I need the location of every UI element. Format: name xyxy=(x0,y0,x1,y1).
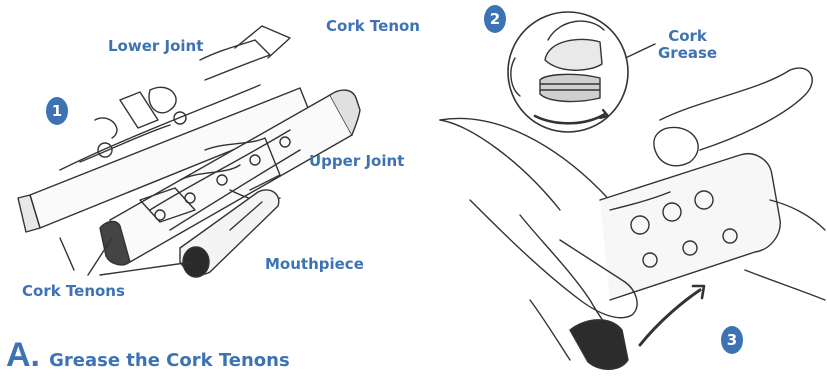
section-letter: A. xyxy=(6,336,40,374)
step-badge-3: 3 xyxy=(721,326,743,354)
label-cork-grease-line2: Grease xyxy=(658,45,717,62)
grease-detail-drawing xyxy=(508,12,628,132)
step-badge-2: 2 xyxy=(484,5,506,33)
section-heading: A. Grease the Cork Tenons xyxy=(6,336,290,375)
label-cork-grease-line1: Cork xyxy=(658,28,717,45)
label-mouthpiece: Mouthpiece xyxy=(265,256,364,273)
label-cork-grease: Cork Grease xyxy=(658,28,717,61)
hands-assembly-drawing xyxy=(440,68,825,369)
section-title: Grease the Cork Tenons xyxy=(49,350,290,371)
label-cork-tenon: Cork Tenon xyxy=(326,18,420,35)
label-cork-tenons: Cork Tenons xyxy=(22,283,125,300)
label-upper-joint: Upper Joint xyxy=(309,153,404,170)
label-lower-joint: Lower Joint xyxy=(108,38,203,55)
step-badge-1: 1 xyxy=(46,97,68,125)
